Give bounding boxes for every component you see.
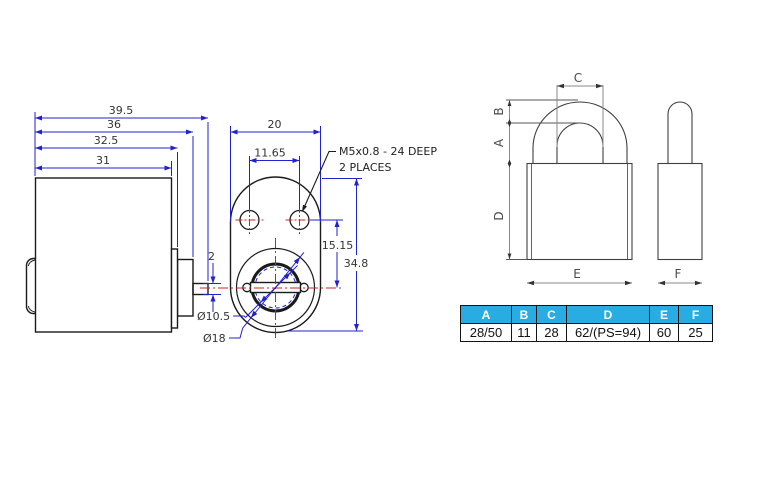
rear-cylinder <box>176 258 194 317</box>
padlock-body <box>526 162 633 261</box>
cap-chamfer-top <box>27 259 36 267</box>
spec-table-value-row: 28/50 11 28 62/(PS=94) 60 25 <box>460 323 713 342</box>
spec-value-a: 28/50 <box>460 323 512 342</box>
spec-value-c: 28 <box>536 323 567 342</box>
spec-table-header-row: A B C D E F <box>460 305 713 324</box>
lock-body-outline <box>34 177 173 333</box>
spec-value-b: 11 <box>511 323 537 342</box>
spec-header-b: B <box>511 305 537 324</box>
dim-keyway-height: 2 <box>208 250 215 263</box>
spec-value-e: 60 <box>649 323 679 342</box>
padlock-label-b: B <box>492 107 506 115</box>
spec-header-e: E <box>649 305 679 324</box>
side-body <box>657 162 703 261</box>
spec-header-f: F <box>678 305 713 324</box>
padlock-label-d: D <box>492 211 506 220</box>
dim-to-shaft-base: 36 <box>107 118 121 131</box>
padlock-label-a: A <box>492 138 506 147</box>
thread-note-line2: 2 PLACES <box>339 161 391 174</box>
thread-note-leader <box>302 150 336 212</box>
diameter-label-boss: Ø18 <box>203 332 226 345</box>
padlock-front-view <box>526 101 633 261</box>
left-view-dimensions <box>34 112 221 312</box>
spec-header-a: A <box>460 305 512 324</box>
padlock-dim-arrows <box>507 83 702 286</box>
side-shackle <box>667 101 693 164</box>
flange-plate <box>170 248 179 329</box>
dim-hole-spacing: 11.65 <box>254 147 286 160</box>
cap-chamfer-bottom <box>27 305 36 313</box>
cylinder-cap <box>25 257 36 315</box>
shackle-outer-arc <box>532 101 628 164</box>
spec-value-d: 62/(PS=94) <box>566 323 650 342</box>
shackle-inner-arc <box>556 122 604 164</box>
padlock-label-f: F <box>675 267 682 281</box>
tailpiece-shaft <box>192 282 209 296</box>
diameter-label-cylinder: Ø10.5 <box>197 310 230 323</box>
left-view-dim-arrows <box>35 115 216 302</box>
padlock-side-view <box>657 101 703 261</box>
padlock-dimensions <box>506 85 702 284</box>
dim-total-height: 34.8 <box>344 257 369 270</box>
dim-to-flange: 32.5 <box>94 134 119 147</box>
thread-note-line1: M5x0.8 - 24 DEEP <box>339 145 437 158</box>
spec-header-c: C <box>536 305 567 324</box>
face-plate-outline <box>229 176 322 334</box>
spec-value-f: 25 <box>678 323 713 342</box>
dim-face-width: 20 <box>268 118 282 131</box>
padlock-label-e: E <box>573 267 581 281</box>
front-view-dim-arrows <box>230 129 359 331</box>
dim-overall-length: 39.5 <box>109 104 134 117</box>
padlock-label-c: C <box>574 71 582 85</box>
left-side-view <box>25 177 209 333</box>
dim-hole-to-center: 15.15 <box>322 239 354 252</box>
dim-body-length: 31 <box>96 154 110 167</box>
spec-header-d: D <box>566 305 650 324</box>
spec-table: A B C D E F 28/50 11 28 62/(PS=94) 60 25 <box>460 305 713 342</box>
